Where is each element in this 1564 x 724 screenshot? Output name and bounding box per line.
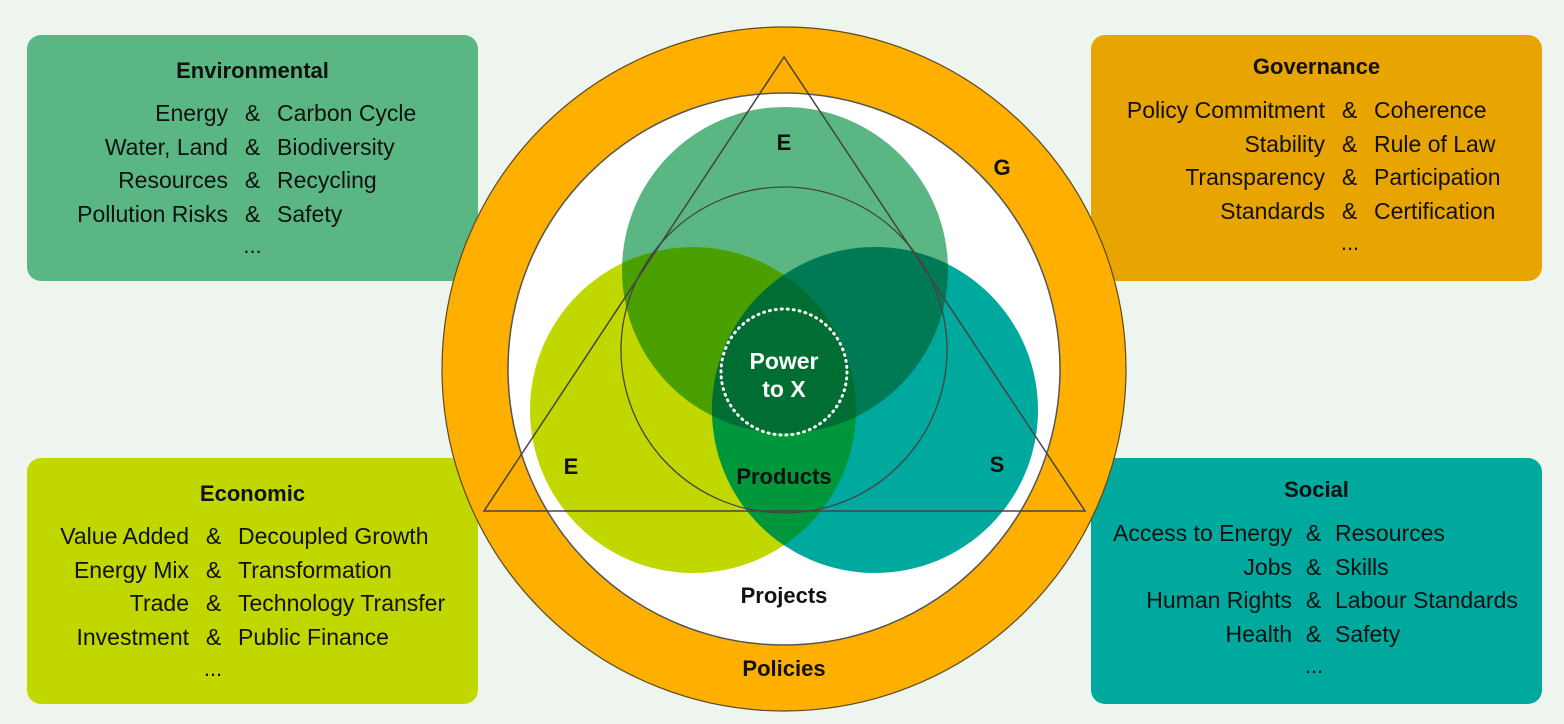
social-row: Health & Safety xyxy=(1091,618,1542,652)
economic-row: Energy Mix & Transformation xyxy=(27,554,478,588)
products-label: Products xyxy=(736,464,831,489)
environmental-panel: Environmental Energy & Carbon Cycle Wate… xyxy=(27,35,478,281)
governance-row: Transparency & Participation xyxy=(1091,161,1542,195)
row-right: Transformation xyxy=(238,556,392,583)
row-ampersand: & xyxy=(1341,130,1358,157)
economic-panel: Economic Value Added & Decoupled Growth … xyxy=(27,458,478,704)
governance-row: Stability & Rule of Law xyxy=(1091,128,1542,162)
governance-panel: Governance Policy Commitment & Coherence… xyxy=(1091,35,1542,281)
row-right: Rule of Law xyxy=(1374,130,1496,157)
row-ampersand: & xyxy=(1305,620,1322,647)
row-ampersand: & xyxy=(205,590,222,617)
row-right: Decoupled Growth xyxy=(238,523,429,550)
row-ampersand: & xyxy=(205,623,222,650)
environmental-row: Pollution Risks & Safety xyxy=(27,198,478,232)
row-ampersand: & xyxy=(205,556,222,583)
social-ellipsis: ... xyxy=(1304,653,1324,678)
environmental-ellipsis: ... xyxy=(243,233,262,258)
environmental-title: Environmental xyxy=(176,58,329,83)
row-ampersand: & xyxy=(1305,587,1322,614)
row-right: Skills xyxy=(1335,553,1389,580)
policies-label: Policies xyxy=(742,656,825,681)
row-left: Pollution Risks xyxy=(77,200,228,227)
economic-row: Trade & Technology Transfer xyxy=(27,587,478,621)
row-right: Certification xyxy=(1374,197,1496,224)
row-right: Safety xyxy=(277,200,343,227)
row-left: Trade xyxy=(129,590,189,617)
economic-title: Economic xyxy=(199,481,306,506)
row-left: Value Added xyxy=(60,523,189,550)
row-left: Transparency xyxy=(1185,164,1325,191)
governance-title: Governance xyxy=(1252,54,1381,79)
label-s: S xyxy=(990,452,1005,477)
social-row: Human Rights & Labour Standards xyxy=(1091,584,1542,618)
row-right: Recycling xyxy=(277,167,377,194)
row-ampersand: & xyxy=(205,523,222,550)
row-left: Policy Commitment xyxy=(1126,97,1325,124)
social-row: Jobs & Skills xyxy=(1091,551,1542,585)
row-right: Labour Standards xyxy=(1335,587,1518,614)
row-ampersand: & xyxy=(1341,197,1358,224)
row-ampersand: & xyxy=(1341,164,1358,191)
economic-row: Investment & Public Finance xyxy=(27,621,478,655)
governance-triangle xyxy=(482,55,1087,512)
row-left: Investment xyxy=(76,623,190,650)
row-left: Water, Land xyxy=(104,133,228,160)
row-left: Stability xyxy=(1244,130,1325,157)
governance-ellipsis: ... xyxy=(1340,230,1360,255)
row-ampersand: & xyxy=(1341,97,1358,124)
environmental-row: Resources & Recycling xyxy=(27,164,478,198)
row-right: Public Finance xyxy=(238,623,389,650)
environmental-row: Energy & Carbon Cycle xyxy=(27,97,478,131)
row-right: Carbon Cycle xyxy=(277,100,417,127)
row-left: Health xyxy=(1225,620,1292,647)
projects-label: Projects xyxy=(741,583,828,608)
economic-row: Value Added & Decoupled Growth xyxy=(27,520,478,554)
row-left: Access to Energy xyxy=(1113,520,1292,547)
governance-row: Standards & Certification xyxy=(1091,195,1542,229)
row-ampersand: & xyxy=(1305,553,1322,580)
row-right: Technology Transfer xyxy=(238,590,446,617)
row-left: Jobs xyxy=(1243,553,1292,580)
row-ampersand: & xyxy=(244,200,261,227)
environmental-row: Water, Land & Biodiversity xyxy=(27,131,478,165)
row-left: Energy Mix xyxy=(73,556,189,583)
power-to-x-dotted-circle xyxy=(719,307,849,437)
row-left: Standards xyxy=(1220,197,1325,224)
label-e-left: E xyxy=(564,454,579,479)
row-ampersand: & xyxy=(244,167,261,194)
row-ampersand: & xyxy=(244,100,261,127)
social-panel: Social Access to Energy & Resources Jobs… xyxy=(1091,458,1542,704)
row-left: Energy xyxy=(155,100,228,127)
label-e-top: E xyxy=(777,130,792,155)
inner-ring xyxy=(620,186,948,514)
social-row: Access to Energy & Resources xyxy=(1091,517,1542,551)
row-ampersand: & xyxy=(244,133,261,160)
power-to-x-line1: Power xyxy=(749,348,818,374)
row-left: Human Rights xyxy=(1146,587,1292,614)
policies-ring-outer-edge xyxy=(441,26,1127,712)
row-right: Safety xyxy=(1335,620,1401,647)
governance-row: Policy Commitment & Coherence xyxy=(1091,94,1542,128)
row-left: Resources xyxy=(118,167,228,194)
economic-ellipsis: ... xyxy=(203,656,223,681)
row-ampersand: & xyxy=(1305,520,1322,547)
row-right: Resources xyxy=(1335,520,1445,547)
power-to-x-line2: to X xyxy=(762,376,806,402)
row-right: Participation xyxy=(1374,164,1501,191)
policies-ring xyxy=(442,27,1126,711)
social-title: Social xyxy=(1284,477,1349,502)
row-right: Coherence xyxy=(1374,97,1487,124)
row-right: Biodiversity xyxy=(277,133,395,160)
label-g: G xyxy=(993,155,1010,180)
center-overlap xyxy=(712,247,856,433)
